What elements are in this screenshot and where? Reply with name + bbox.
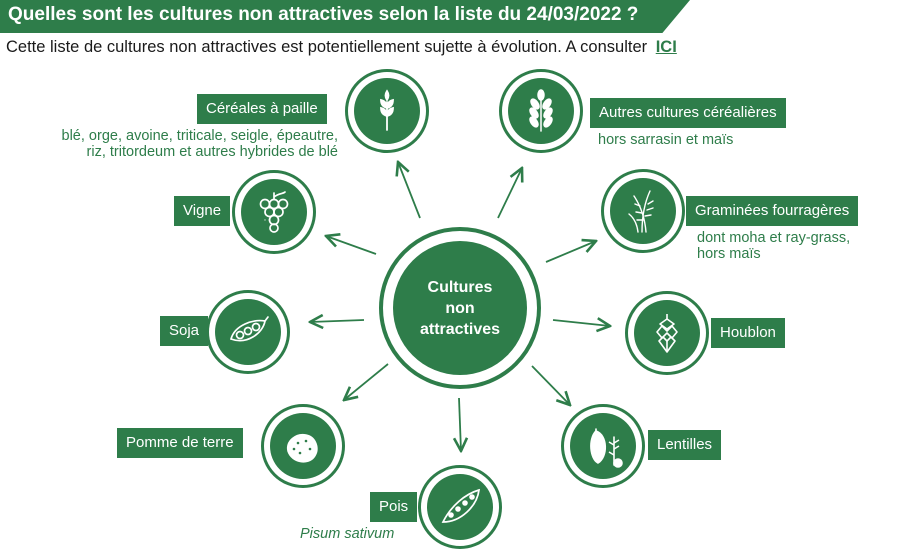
label-cereales: Céréales à paille	[197, 94, 327, 124]
arrow-houblon	[552, 320, 610, 326]
node-pomme	[261, 404, 345, 488]
node-graminees	[601, 169, 685, 253]
label-lentilles: Lentilles	[648, 430, 722, 460]
arrow-pois	[459, 397, 461, 451]
center-node: Cultures non attractives	[379, 227, 541, 389]
label-pomme: Pomme de terre	[117, 428, 243, 458]
arrow-cereales	[398, 162, 421, 219]
potato-icon	[270, 413, 336, 479]
page-title: Quelles sont les cultures non attractive…	[0, 0, 690, 33]
label-graminees: Graminées fourragères	[686, 196, 859, 226]
arrow-lentilles	[531, 365, 570, 405]
node-autres	[499, 69, 583, 153]
node-houblon	[625, 291, 709, 375]
label-soja: Soja	[160, 316, 209, 346]
arrow-graminees	[545, 241, 596, 263]
detail-cereales-1: blé, orge, avoine, triticale, seigle, ép…	[61, 128, 338, 144]
node-soja	[206, 290, 290, 374]
label-houblon: Houblon	[711, 318, 785, 348]
center-line-3: attractives	[419, 320, 501, 338]
node-pois	[418, 465, 502, 549]
detail-cereales-2: riz, tritordeum et autres hybrides de bl…	[86, 144, 338, 160]
arrow-autres	[497, 168, 522, 219]
label-autres: Autres cultures céréalières	[590, 98, 786, 128]
grapes-icon	[241, 179, 307, 245]
arrow-vigne	[326, 236, 377, 255]
lentil-plant-icon	[570, 413, 636, 479]
label-vigne: Vigne	[174, 196, 231, 226]
detail-graminees-2: hors maïs	[697, 246, 761, 262]
hop-icon	[634, 300, 700, 366]
node-lentilles	[561, 404, 645, 488]
grain-icon	[508, 78, 574, 144]
label-pois: Pois	[370, 492, 418, 522]
soybean-pod-icon	[215, 299, 281, 365]
wheat-ear-icon	[354, 78, 420, 144]
center-line-2: non	[445, 299, 475, 317]
center-line-1: Cultures	[427, 278, 493, 296]
detail-cereales: blé, orge, avoine, triticale, seigle, ép…	[6, 128, 338, 160]
consult-link[interactable]: ICI	[655, 38, 677, 56]
arrow-soja	[310, 320, 365, 322]
detail-graminees: dont moha et ray-grass, hors maïs	[697, 230, 850, 262]
grass-icon	[610, 178, 676, 244]
pea-pod-icon	[427, 474, 493, 540]
detail-pois: Pisum sativum	[300, 526, 395, 542]
subtitle-text: Cette liste de cultures non attractives …	[6, 38, 648, 56]
node-cereales	[345, 69, 429, 153]
arrow-pomme	[344, 363, 389, 400]
detail-autres: hors sarrasin et maïs	[598, 132, 734, 148]
detail-graminees-1: dont moha et ray-grass,	[697, 230, 851, 246]
subtitle: Cette liste de cultures non attractives …	[6, 38, 677, 57]
node-vigne	[232, 170, 316, 254]
center-label: Cultures non attractives	[393, 241, 527, 375]
